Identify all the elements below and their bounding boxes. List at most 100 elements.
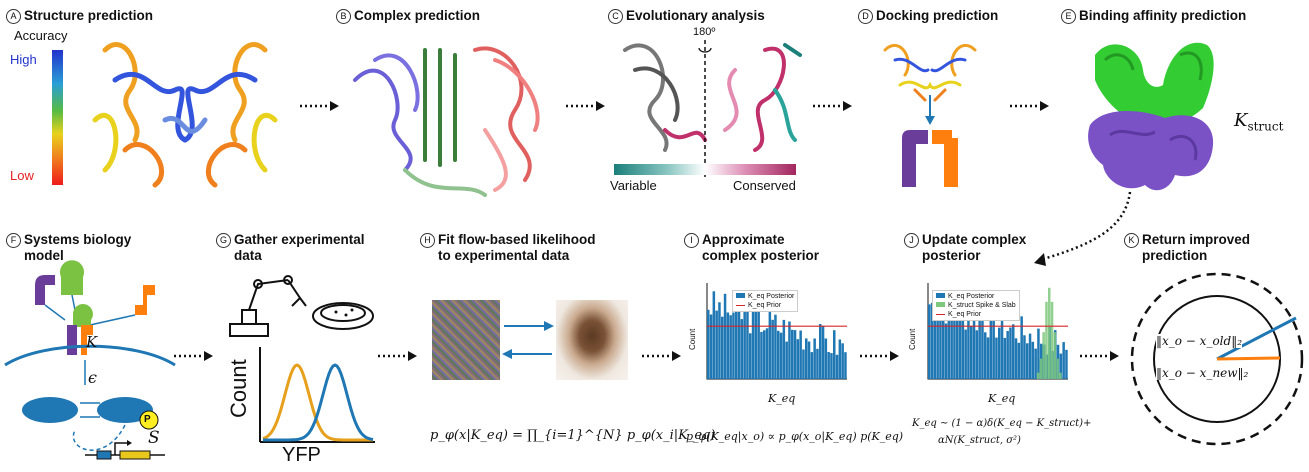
- histogram-bar: [718, 302, 721, 379]
- histogram-bar: [707, 309, 710, 379]
- histogram-bar: [735, 297, 738, 379]
- histogram-bar: [1014, 338, 1018, 379]
- arrow-h-i: [642, 351, 681, 361]
- histogram-bar: [992, 308, 995, 379]
- low-label: Low: [10, 168, 34, 183]
- histogram-bar: [805, 338, 808, 379]
- histogram-bar: [830, 353, 833, 379]
- histogram-bar: [816, 348, 819, 379]
- rotation-label: 180º: [693, 26, 716, 38]
- arrow-j-k: [1080, 351, 1119, 361]
- histogram-bar: [796, 339, 800, 379]
- histogram-bar: [827, 352, 830, 379]
- histogram-bar: [947, 297, 951, 379]
- yfp-axis-label: YFP: [282, 444, 321, 466]
- histogram-bar: [777, 330, 780, 379]
- histogram-bar: [819, 324, 822, 379]
- histogram-bar: [1009, 327, 1012, 379]
- s-label: S: [148, 428, 160, 448]
- spike-slab-bar: [1039, 358, 1043, 379]
- histogram-bar: [802, 349, 805, 379]
- histogram-bar: [721, 316, 724, 379]
- panel-c-title: C Evolutionary analysis: [608, 8, 765, 24]
- panel-a-title: A Structure prediction: [6, 8, 153, 24]
- swatch: [736, 304, 745, 306]
- variable-label: Variable: [610, 178, 657, 193]
- histogram-bar: [771, 319, 774, 379]
- count-label-i: Count: [688, 328, 697, 350]
- histogram-bar: [939, 309, 942, 379]
- histogram-bar: [998, 327, 1001, 379]
- panel-b-title: B Complex prediction: [336, 8, 480, 24]
- keq-label-j: K_eq: [988, 392, 1016, 405]
- histogram-bar: [782, 319, 786, 379]
- spike-slab-bar: [1042, 332, 1045, 379]
- histogram-bar: [981, 321, 984, 379]
- new-distance-label: ‖x_o − x_new‖₂: [1156, 366, 1249, 380]
- histogram-bar: [972, 312, 976, 379]
- histogram-bar: [1006, 331, 1009, 379]
- spike-slab-bar: [1048, 287, 1051, 379]
- histogram-bar: [1023, 335, 1026, 379]
- legend-item: K_eq Posterior: [936, 292, 1016, 301]
- legend-i: K_eq Posterior K_eq Prior: [732, 290, 799, 312]
- histogram-bar: [1062, 342, 1065, 379]
- docking-structure: [883, 43, 977, 187]
- histogram-bar: [754, 311, 758, 379]
- histogram-bar: [774, 314, 777, 379]
- histogram-bar: [970, 326, 973, 379]
- spike-slab-bar: [1053, 332, 1057, 379]
- histogram-bar: [763, 330, 766, 379]
- arrow-a-b: [300, 101, 339, 111]
- histogram-bar: [967, 316, 970, 379]
- keq-label-i: K_eq: [768, 392, 796, 405]
- histogram-bar: [1034, 348, 1037, 379]
- histogram-bar: [844, 352, 847, 379]
- histogram-bar: [813, 338, 816, 379]
- protein-structure-a: [92, 42, 278, 188]
- panel-e-title: E Binding affinity prediction: [1061, 8, 1246, 24]
- histogram-bar: [760, 331, 763, 379]
- histogram-bar: [807, 341, 811, 379]
- histogram-bar: [928, 304, 931, 379]
- histogram-bar: [785, 341, 788, 379]
- histogram-bar: [749, 333, 752, 379]
- noise-image: [432, 300, 500, 380]
- histogram-bar: [765, 328, 769, 379]
- histogram-bar: [732, 312, 735, 379]
- spike-slab-bar: [1056, 358, 1059, 379]
- count-axis-label: Count: [226, 359, 251, 418]
- update-equation-1: K_eq ∼ (1 − α)δ(K_eq − K_struct)+: [912, 418, 1092, 429]
- prediction-circles: [1130, 272, 1304, 446]
- histogram-bar: [995, 337, 998, 379]
- histogram-bar: [975, 330, 979, 379]
- k-struct-label: Kstruct: [1234, 110, 1284, 134]
- histogram-bar: [821, 325, 825, 379]
- yfp-distribution-plot: [259, 347, 375, 443]
- robot-arm-icon: [229, 275, 374, 337]
- legend-item: K_eq Prior: [936, 310, 1016, 319]
- histogram-bar: [723, 293, 727, 379]
- p-label: P: [144, 414, 151, 425]
- histogram-bar: [793, 330, 797, 379]
- histogram-bar: [779, 332, 783, 379]
- histogram-bar: [953, 314, 956, 379]
- evolutionary-structure: [623, 40, 802, 180]
- arrow-c-d: [813, 101, 852, 111]
- histogram-bar: [1059, 353, 1063, 379]
- swatch: [936, 293, 945, 298]
- histogram-bar: [950, 308, 953, 379]
- histogram-bar: [1000, 311, 1004, 379]
- panel-d-title: D Docking prediction: [858, 8, 998, 24]
- histogram-bar: [958, 304, 962, 379]
- swatch: [736, 293, 745, 298]
- arrow-f-g: [174, 351, 213, 361]
- histogram-bar: [1026, 343, 1029, 379]
- systems-biology-diagram: [4, 260, 176, 460]
- conserved-label: Conserved: [733, 178, 796, 193]
